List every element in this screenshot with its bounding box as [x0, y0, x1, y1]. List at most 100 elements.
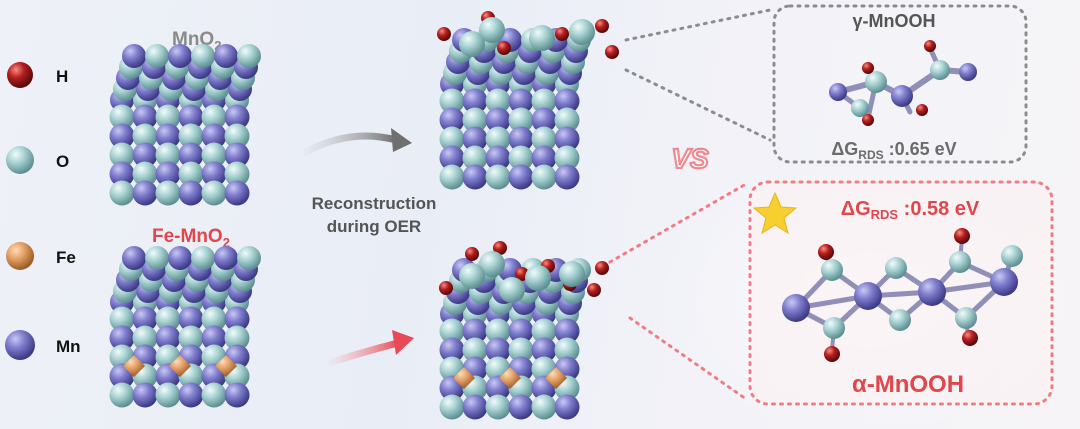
o-atom [821, 259, 843, 281]
mn-atom [782, 294, 810, 322]
h-atom [916, 104, 928, 116]
o-atom [201, 180, 227, 206]
o-atom [554, 145, 580, 171]
mn-atom [531, 107, 557, 133]
zoom-connector-top [624, 8, 772, 142]
o-atom [851, 99, 869, 117]
surface-oxygen [569, 19, 595, 45]
mn-atom [508, 88, 534, 114]
mn-atom [462, 88, 488, 114]
mn-atom [122, 246, 146, 270]
hydrogen-adsorbate [465, 247, 479, 261]
mn-atom [462, 126, 488, 152]
o-atom [224, 161, 250, 187]
o-atom [462, 107, 488, 133]
o-atom [145, 44, 169, 68]
reconstructed-fe-mno2-surface [439, 241, 609, 420]
o-atom [155, 142, 181, 168]
fe-dopant-site [453, 367, 475, 389]
iron-atom-icon [6, 242, 34, 270]
h-atom [818, 244, 834, 260]
mn-atom [462, 394, 488, 420]
o-atom [237, 246, 261, 270]
mn-atom [224, 104, 250, 130]
hydrogen-adsorbate [605, 45, 619, 59]
o-atom [109, 306, 135, 332]
mn-atom [829, 83, 847, 101]
surface-oxygen [559, 261, 585, 287]
mn-atom [122, 44, 146, 68]
h-atom [862, 62, 874, 74]
o-atom [508, 337, 534, 363]
mn-atom [462, 318, 488, 344]
h-atom [954, 228, 970, 244]
surface-oxygen [459, 263, 485, 289]
mn-atom [854, 282, 882, 310]
mn-atom [178, 382, 204, 408]
o-atom [132, 161, 158, 187]
mn-atom [918, 278, 946, 306]
hydrogen-adsorbate [439, 281, 453, 295]
h-atom [862, 114, 874, 126]
o-atom [930, 60, 950, 80]
mn-atom [109, 161, 135, 187]
mn-atom [224, 180, 250, 206]
mn-atom [132, 382, 158, 408]
zoom-connector-bottom [608, 182, 748, 401]
star-icon [752, 191, 798, 235]
o-atom [224, 123, 250, 149]
o-atom [439, 126, 465, 152]
h-atom [824, 346, 840, 362]
legend: H O Fe Mn [5, 62, 81, 360]
mn-atom [168, 246, 192, 270]
o-atom [531, 318, 557, 344]
o-atom [132, 123, 158, 149]
surface-oxygen [479, 17, 505, 43]
o-atom [109, 382, 135, 408]
o-atom [201, 104, 227, 130]
o-atom [1001, 245, 1023, 267]
mn-atom [155, 325, 181, 351]
o-atom [201, 306, 227, 332]
mn-atom [959, 63, 977, 81]
hydrogen-adsorbate [497, 41, 511, 55]
o-atom [485, 164, 511, 190]
mn-atom [214, 44, 238, 68]
hydrogen-adsorbate [493, 241, 507, 255]
surface-oxygen [499, 277, 525, 303]
mn-atom [531, 337, 557, 363]
o-atom [462, 337, 488, 363]
o-atom [485, 394, 511, 420]
o-atom [109, 142, 135, 168]
mn-atom [155, 123, 181, 149]
o-atom [949, 251, 971, 273]
o-atom [155, 104, 181, 130]
mn-atom [155, 161, 181, 187]
reconstructed-mno2-surface [437, 11, 619, 190]
o-atom [508, 145, 534, 171]
process-label-line2: during OER [327, 217, 421, 236]
mn-atom [132, 142, 158, 168]
mn-atom [485, 145, 511, 171]
legend-label-fe: Fe [56, 248, 76, 267]
mn-atom [178, 104, 204, 130]
o-atom [191, 44, 215, 68]
mn-atom [224, 142, 250, 168]
o-atom [109, 104, 135, 130]
mn-atom [168, 44, 192, 68]
mn-atom [462, 164, 488, 190]
o-atom [531, 126, 557, 152]
mn-atom [554, 394, 580, 420]
alpha-mnooh-molecule [782, 228, 1023, 362]
fe-dopant-site [169, 355, 191, 377]
gamma-dg-label: ΔGRDS :0.65 eV [831, 139, 956, 162]
mn-atom [201, 325, 227, 351]
fe-dopant-site [123, 355, 145, 377]
alpha-mnooh-title: α-MnOOH [852, 371, 964, 398]
mn-atom [224, 382, 250, 408]
h-atom [962, 330, 978, 346]
o-atom [885, 257, 907, 279]
mn-atom [178, 180, 204, 206]
hydrogen-adsorbate [595, 261, 609, 275]
